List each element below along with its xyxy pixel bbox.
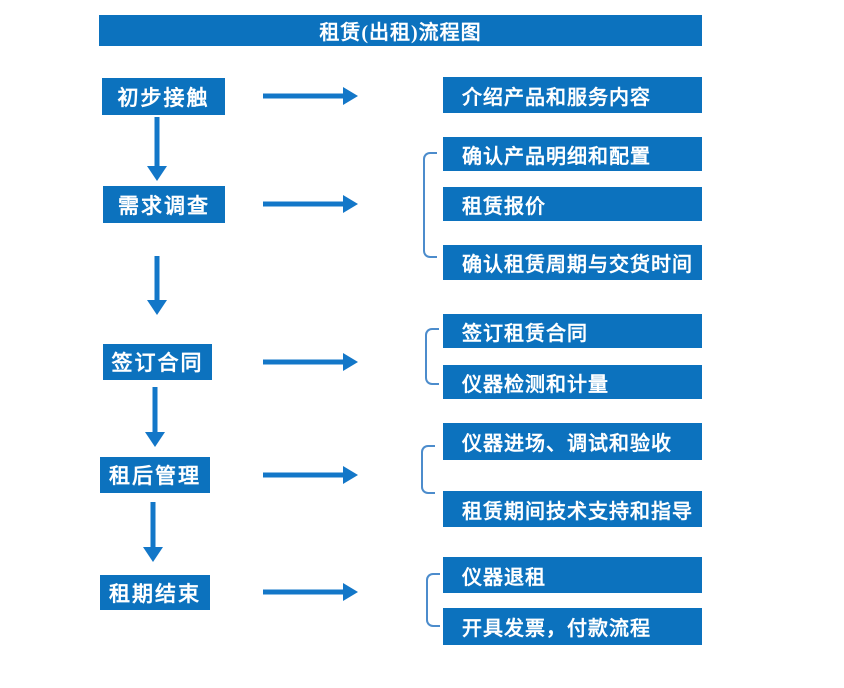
- detail-box: 仪器进场、调试和验收: [443, 423, 702, 460]
- down-arrow: [143, 502, 163, 562]
- detail-box: 租赁期间技术支持和指导: [443, 491, 702, 527]
- detail-box: 确认产品明细和配置: [443, 137, 702, 171]
- group-bracket: [426, 573, 440, 627]
- step-box-initial-contact: 初步接触: [102, 78, 225, 115]
- arrow-shaft: [263, 472, 344, 478]
- arrow-head: [343, 466, 358, 484]
- right-arrow: [263, 353, 358, 371]
- arrow-head: [145, 432, 165, 447]
- step-box-rental-end: 租期结束: [100, 575, 210, 610]
- right-arrow: [263, 87, 358, 105]
- arrow-head: [343, 353, 358, 371]
- down-arrow: [147, 117, 167, 181]
- arrow-shaft: [154, 256, 160, 301]
- group-bracket: [421, 445, 435, 494]
- step-box-demand-survey: 需求调查: [103, 186, 225, 223]
- detail-box: 签订租赁合同: [443, 314, 702, 348]
- detail-box: 开具发票，付款流程: [443, 608, 702, 645]
- detail-box: 介绍产品和服务内容: [443, 77, 702, 113]
- arrow-head: [343, 583, 358, 601]
- down-arrow: [147, 256, 167, 315]
- right-arrow: [263, 466, 358, 484]
- arrow-shaft: [154, 117, 160, 167]
- arrow-head: [343, 87, 358, 105]
- arrow-shaft: [263, 589, 344, 595]
- group-bracket: [425, 328, 439, 385]
- arrow-head: [343, 195, 358, 213]
- detail-box: 仪器检测和计量: [443, 365, 702, 399]
- arrow-shaft: [150, 502, 156, 548]
- step-box-post-rental-management: 租后管理: [100, 457, 210, 493]
- detail-box: 确认租赁周期与交货时间: [443, 245, 702, 280]
- arrow-head: [147, 166, 167, 181]
- down-arrow: [145, 387, 165, 447]
- arrow-shaft: [152, 387, 158, 433]
- detail-box: 租赁报价: [443, 187, 702, 221]
- step-box-sign-contract: 签订合同: [103, 344, 212, 380]
- group-bracket: [423, 152, 437, 258]
- arrow-shaft: [263, 93, 344, 99]
- flowchart-title: 租赁(出租)流程图: [99, 15, 702, 46]
- arrow-head: [143, 547, 163, 562]
- right-arrow: [263, 195, 358, 213]
- arrow-shaft: [263, 359, 344, 365]
- detail-box: 仪器退租: [443, 557, 702, 593]
- arrow-head: [147, 300, 167, 315]
- arrow-shaft: [263, 201, 344, 207]
- right-arrow: [263, 583, 358, 601]
